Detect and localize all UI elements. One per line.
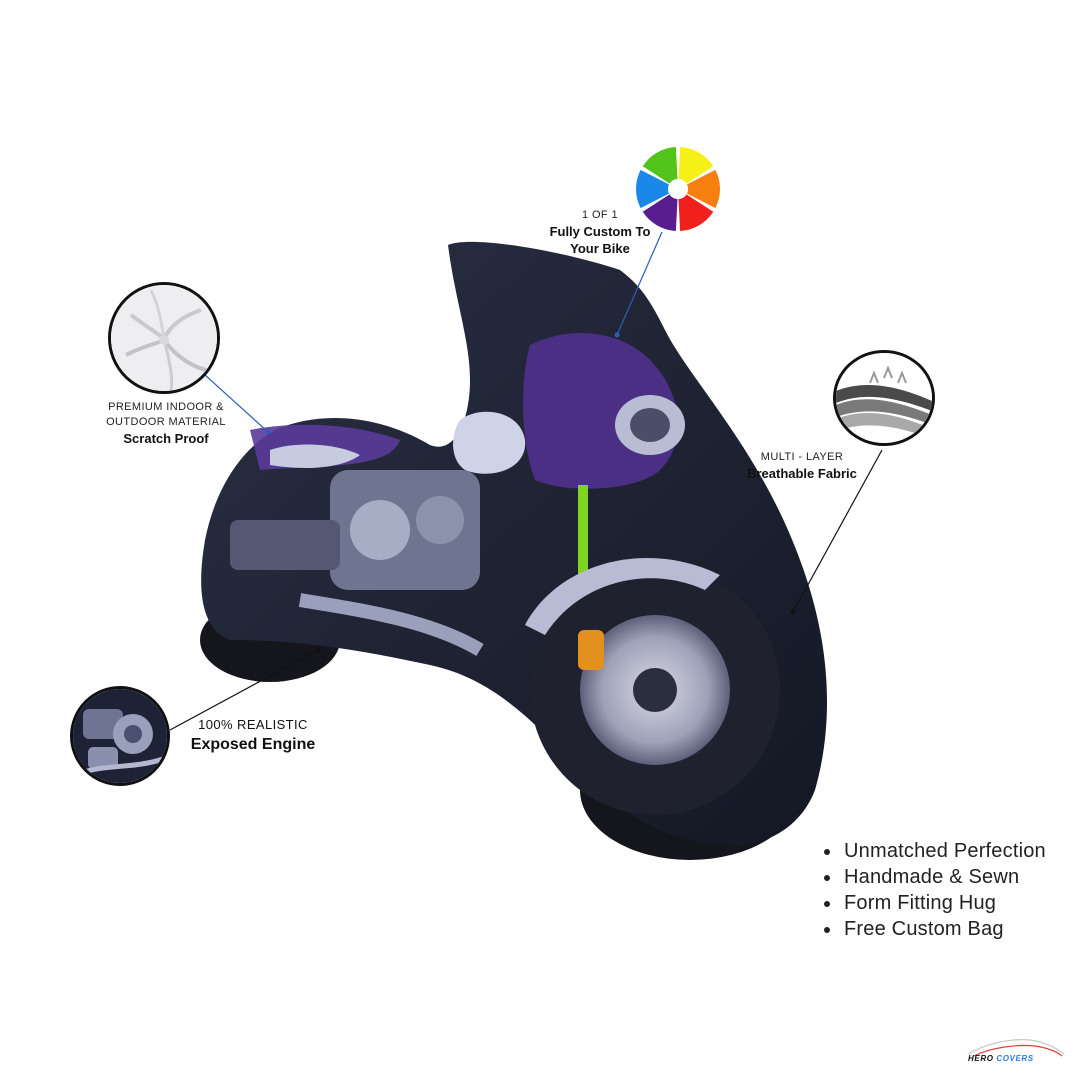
callout-material-tag-2: OUTDOOR MATERIAL: [106, 415, 226, 428]
engine-thumbnail-icon: [70, 686, 170, 786]
callout-fabric-title: Breathable Fabric: [747, 465, 857, 481]
feature-item: Form Fitting Hug: [842, 890, 1046, 916]
fabric-swatch-icon: [108, 282, 220, 394]
callout-custom-title-1: Fully Custom To: [549, 223, 651, 239]
color-wheel-segment: [642, 147, 678, 184]
feature-item: Free Custom Bag: [842, 916, 1046, 942]
callout-engine-tag: 100% REALISTIC: [198, 717, 308, 732]
callout-custom-title-2: Your Bike: [570, 241, 630, 257]
brand-word-1: HERO: [968, 1054, 994, 1063]
callout-custom: 1 OF 1 Fully Custom To Your Bike: [530, 208, 670, 258]
feature-list: Unmatched Perfection Handmade & Sewn For…: [820, 838, 1046, 942]
callout-material-tag-1: PREMIUM INDOOR &: [108, 401, 224, 413]
color-wheel-segment: [686, 169, 720, 209]
brand-word-2: COVERS: [996, 1054, 1034, 1063]
color-wheel-segment: [636, 169, 670, 209]
callout-custom-tag: 1 OF 1: [581, 209, 619, 221]
color-wheel-segment: [678, 147, 714, 184]
brand-logo: HERO COVERS: [968, 1054, 1034, 1063]
callout-fabric: MULTI - LAYER Breathable Fabric: [734, 450, 870, 482]
callout-engine-title: Exposed Engine: [190, 735, 316, 753]
feature-item: Handmade & Sewn: [842, 864, 1046, 890]
color-wheel-icon: [636, 147, 720, 231]
layers-icon: [833, 350, 935, 446]
callout-engine: 100% REALISTIC Exposed Engine: [180, 716, 326, 755]
color-wheel-segment: [642, 194, 678, 231]
color-wheel-segment: [678, 194, 714, 231]
callout-fabric-tag: MULTI - LAYER: [760, 451, 844, 463]
callout-material-title: Scratch Proof: [123, 430, 209, 446]
feature-item: Unmatched Perfection: [842, 838, 1046, 864]
callout-material: PREMIUM INDOOR & OUTDOOR MATERIAL Scratc…: [100, 400, 232, 447]
brand-logo-car-icon: [967, 1039, 1065, 1057]
